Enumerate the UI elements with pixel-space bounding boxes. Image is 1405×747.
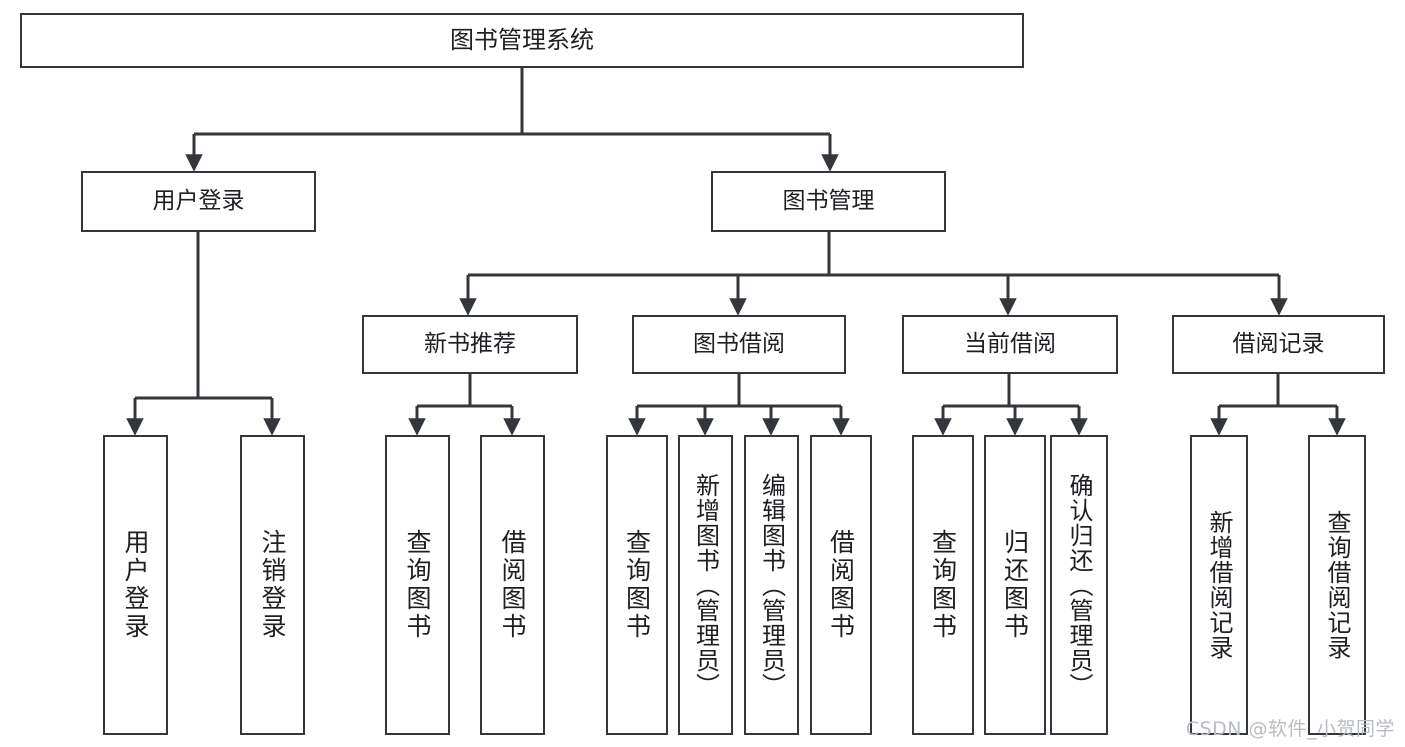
node-leaf-edit-book-label: 编辑图书（管理员） [757,472,786,698]
node-leaf-query-record-label: 查询借阅记录 [1323,510,1351,660]
node-leaf-borrow-book-rec[interactable]: 借阅图书 [480,435,545,735]
node-leaf-user-login-label: 用户登录 [121,529,150,641]
node-leaf-query-book-rec-label: 查询图书 [403,529,432,641]
node-user-login[interactable]: 用户登录 [81,171,316,232]
node-new-book-rec[interactable]: 新书推荐 [362,315,578,374]
node-leaf-borrow-book-label: 借阅图书 [826,529,856,641]
node-leaf-add-record-label: 新增借阅记录 [1205,510,1233,660]
node-leaf-query-book-cur[interactable]: 查询图书 [912,435,974,735]
node-borrow-record[interactable]: 借阅记录 [1172,315,1385,374]
node-leaf-query-record[interactable]: 查询借阅记录 [1308,435,1366,735]
node-book-manage-label: 图书管理 [782,187,875,214]
node-leaf-borrow-book[interactable]: 借阅图书 [810,435,872,735]
node-leaf-query-book-borrow[interactable]: 查询图书 [606,435,668,735]
node-leaf-user-login[interactable]: 用户登录 [103,435,168,735]
node-leaf-add-book[interactable]: 新增图书（管理员） [678,435,733,735]
node-leaf-return-book[interactable]: 归还图书 [984,435,1046,735]
node-leaf-logout[interactable]: 注销登录 [240,435,305,735]
node-user-login-label: 用户登录 [152,187,245,214]
node-leaf-edit-book[interactable]: 编辑图书（管理员） [744,435,799,735]
node-leaf-return-book-label: 归还图书 [1000,529,1030,641]
node-leaf-borrow-book-rec-label: 借阅图书 [498,529,527,641]
node-borrow-record-label: 借阅记录 [1232,330,1325,357]
node-book-manage[interactable]: 图书管理 [711,171,946,232]
csdn-watermark: CSDN @软件_小贺同学 [1185,718,1395,740]
node-leaf-add-record[interactable]: 新增借阅记录 [1190,435,1248,735]
node-book-borrow-label: 图书借阅 [693,330,785,357]
node-leaf-add-book-label: 新增图书（管理员） [691,472,720,698]
node-root[interactable]: 图书管理系统 [20,13,1024,68]
node-leaf-confirm-return[interactable]: 确认归还（管理员） [1050,435,1108,735]
node-current-borrow[interactable]: 当前借阅 [902,315,1118,374]
node-root-label: 图书管理系统 [450,26,594,55]
node-leaf-query-book-borrow-label: 查询图书 [622,529,652,641]
node-book-borrow[interactable]: 图书借阅 [632,315,846,374]
node-leaf-confirm-return-label: 确认归还（管理员） [1065,472,1093,698]
node-leaf-logout-label: 注销登录 [258,529,287,641]
node-leaf-query-book-rec[interactable]: 查询图书 [385,435,450,735]
node-leaf-query-book-cur-label: 查询图书 [928,529,958,641]
node-current-borrow-label: 当前借阅 [964,330,1056,357]
node-new-book-rec-label: 新书推荐 [424,330,516,357]
